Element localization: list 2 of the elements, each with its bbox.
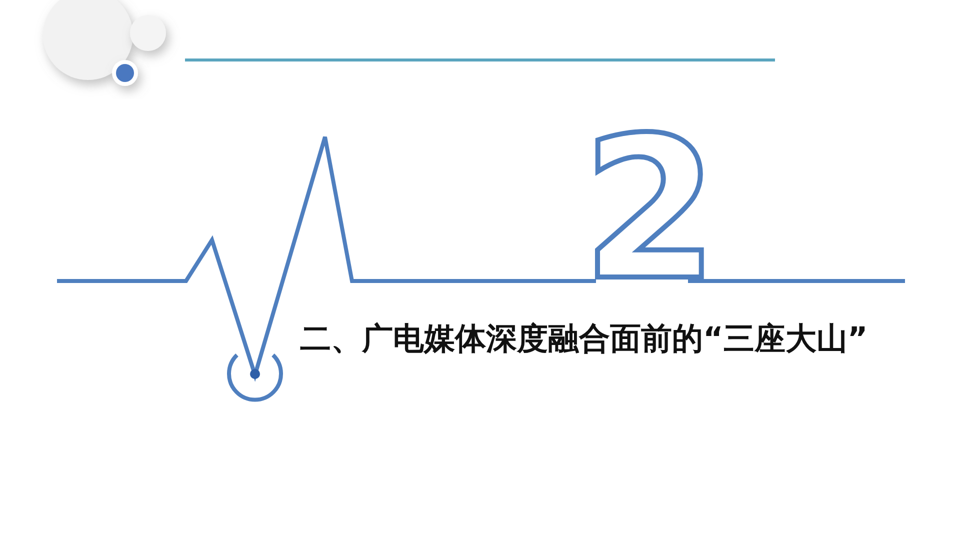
section-number: 2	[582, 112, 718, 308]
title: 二、广电媒体深度融合面前的“三座大山”	[300, 320, 868, 359]
